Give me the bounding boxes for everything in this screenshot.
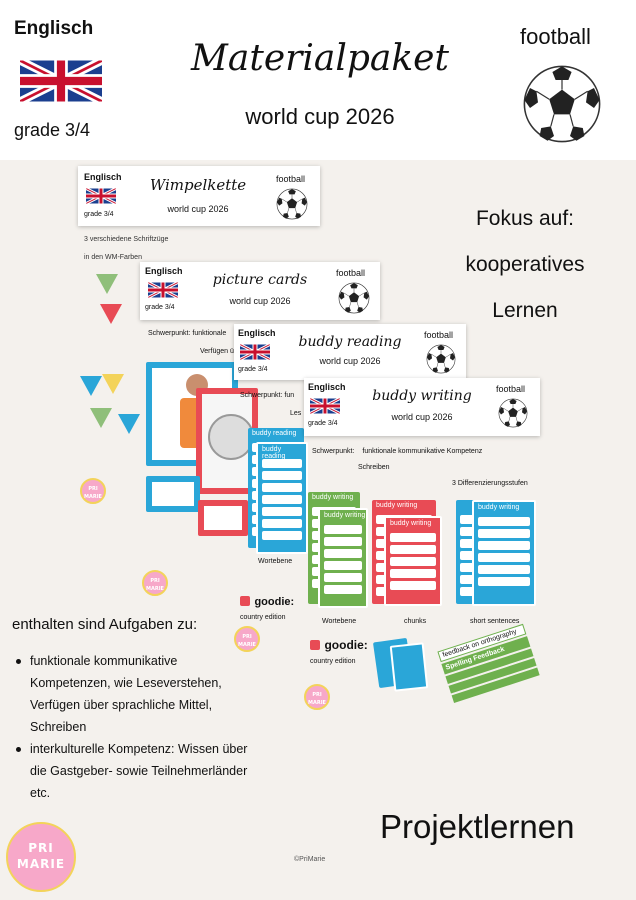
picture-card-red: [196, 388, 258, 494]
card-grade: grade 3/4: [145, 304, 175, 311]
reading-level-label: Wortebene: [258, 558, 293, 565]
pennant: [118, 414, 140, 434]
uk-flag-icon: [20, 52, 102, 110]
uk-flag-icon: [240, 342, 270, 362]
wimpel-note-1: 3 verschiedene Schriftzüge: [84, 236, 169, 243]
picture-focus: Schwerpunkt: funktionale: [148, 330, 227, 337]
football-icon: [338, 282, 370, 314]
card-topic: football: [424, 330, 454, 340]
focus-line-3: Lernen: [492, 299, 558, 322]
list-item: funktionale kommunikative Kompetenzen, w…: [12, 650, 252, 738]
writing-focus: Schwerpunkt: funktionale kommunikative K…: [312, 448, 483, 455]
card-topic: football: [336, 268, 366, 278]
pennant: [100, 304, 122, 324]
subject-label: Englisch: [14, 18, 94, 39]
card-topic: football: [276, 174, 306, 184]
football-icon: [523, 65, 601, 143]
card-subject: Englisch: [308, 382, 346, 392]
tasks-list: funktionale kommunikative Kompetenzen, w…: [12, 650, 252, 804]
card-title: Wimpelkette: [149, 176, 247, 194]
wimpel-note-2: in den WM-Farben: [84, 254, 142, 261]
writing-level-3: short sentences: [470, 618, 520, 625]
list-item: interkulturelle Kompetenz: Wissen über d…: [12, 738, 252, 804]
grade-label: grade 3/4: [14, 120, 91, 140]
pennant: [102, 374, 124, 394]
card-title: buddy reading: [298, 334, 402, 350]
football-icon: [498, 398, 528, 428]
football-icon: [426, 344, 456, 374]
focus-block: Fokus auf: kooperatives Lernen: [450, 196, 600, 334]
page-title: Materialpaket: [191, 38, 449, 79]
pennant: [96, 274, 118, 294]
card-grade: grade 3/4: [238, 366, 268, 373]
house-icon: [240, 595, 250, 606]
picture-card-blue-small: [146, 476, 200, 512]
pennant: [80, 376, 102, 396]
card-subtitle: world cup 2026: [391, 412, 453, 422]
picture-note: Verfügen ü: [200, 348, 234, 355]
uk-flag-icon: [310, 396, 340, 416]
goodie-label: goodie:: [324, 638, 368, 652]
ball-illustration: [208, 414, 254, 460]
card-subject: Englisch: [238, 328, 276, 338]
card-title: picture cards: [212, 272, 308, 288]
focus-line-2: kooperatives: [465, 253, 585, 276]
card-topic: football: [496, 384, 526, 394]
header: Englisch grade 3/4 Materialpaket world c…: [0, 0, 636, 160]
goodie-edition: country edition: [310, 658, 356, 665]
card-picture-cards: Englisch grade 3/4 picture cards world c…: [140, 262, 380, 320]
writing-skill: Schreiben: [358, 464, 390, 471]
goodie-label: goodie:: [254, 596, 295, 608]
page-subtitle: world cup 2026: [245, 104, 395, 129]
feedback-strips: feedback on orthography Spelling Feedbac…: [437, 623, 544, 718]
goodie-block-reading: goodie: country edition: [240, 592, 294, 621]
football-icon: [276, 188, 308, 220]
card-subtitle: world cup 2026: [167, 204, 229, 214]
card-buddy-reading: Englisch grade 3/4 buddy reading world c…: [234, 324, 466, 380]
writing-sheet-green: buddy writing: [318, 508, 368, 608]
uk-flag-icon: [148, 280, 178, 300]
card-subject: Englisch: [84, 172, 122, 182]
card-grade: grade 3/4: [308, 420, 338, 427]
writing-level-2: chunks: [404, 618, 427, 625]
writing-sheet-blue: buddy writing: [472, 500, 536, 606]
reading-focus: Schwerpunkt: fun: [240, 392, 295, 399]
copyright: ©PriMarie: [294, 856, 326, 863]
card-subject: Englisch: [145, 266, 183, 276]
card-buddy-writing: Englisch grade 3/4 buddy writing world c…: [304, 378, 540, 436]
reading-note: Les: [290, 410, 302, 417]
pennant: [90, 408, 112, 428]
card-subtitle: world cup 2026: [229, 296, 291, 306]
goodie-block-writing: goodie: country edition: [310, 636, 368, 665]
tasks-heading: enthalten sind Aufgaben zu:: [12, 616, 198, 633]
picture-card-red-small: [198, 500, 248, 536]
topic-label: football: [520, 24, 591, 49]
house-icon: [310, 639, 320, 650]
uk-flag-icon: [86, 186, 116, 206]
card-grade: grade 3/4: [84, 211, 114, 218]
reading-sheet: buddy reading: [256, 442, 308, 554]
card-subtitle: world cup 2026: [319, 356, 381, 366]
focus-line-1: Fokus auf:: [475, 207, 575, 230]
writing-level-1: Wortebene: [322, 618, 357, 625]
card-title: buddy writing: [372, 388, 472, 404]
card-wimpelkette: Englisch grade 3/4 Wimpelkette world cup…: [78, 166, 320, 226]
writing-levels: 3 Differenzierungsstufen: [452, 480, 528, 487]
project-label: Projektlernen: [380, 808, 575, 845]
goodie-card: [389, 642, 429, 692]
goodie-edition: country edition: [240, 614, 286, 621]
writing-sheet-red: buddy writing: [384, 516, 442, 606]
